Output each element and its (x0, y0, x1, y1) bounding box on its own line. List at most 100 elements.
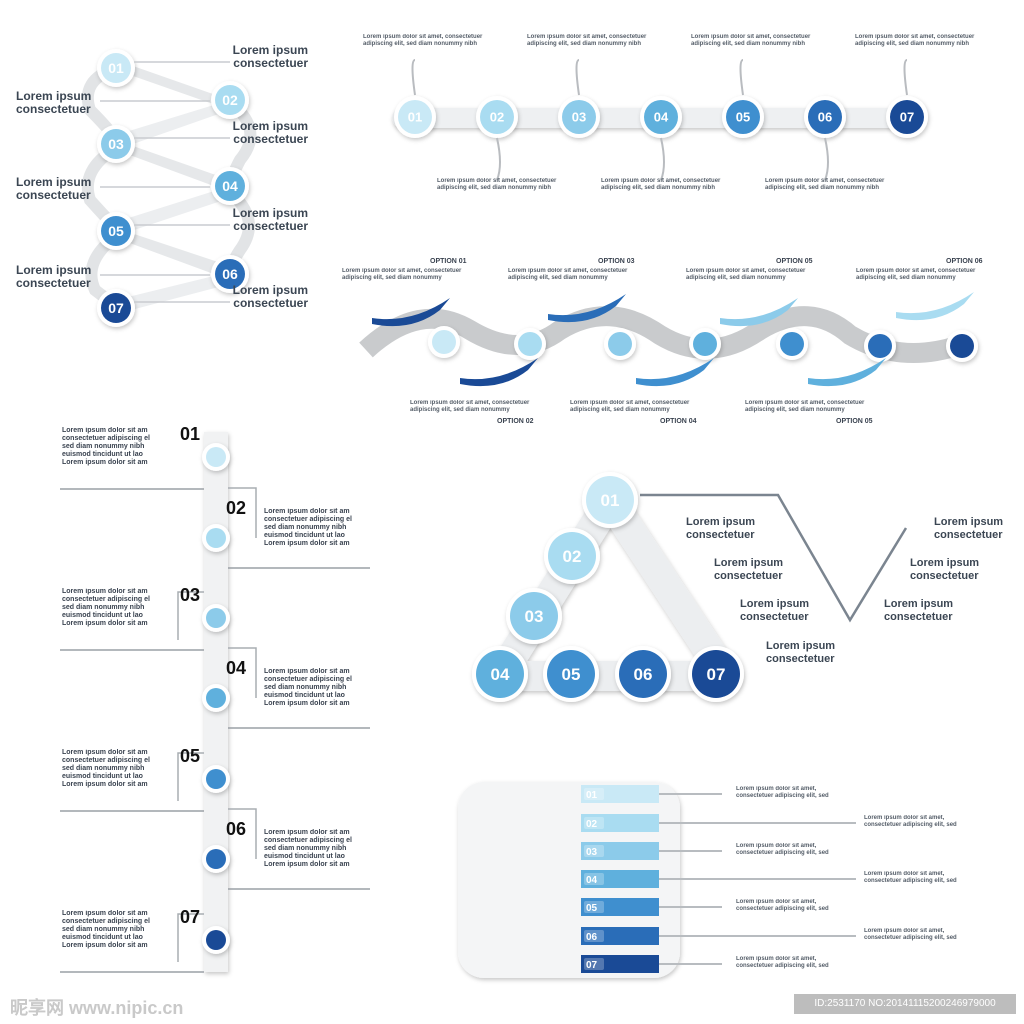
vertical-number-4: 04 (226, 658, 247, 678)
zigzag-node-6: 06 (211, 255, 249, 293)
vertical-timeline (60, 432, 370, 973)
vertical-node-1 (202, 443, 230, 471)
bar-3 (581, 842, 659, 860)
triangle-node-2: 02 (544, 528, 600, 584)
triangle-label-7: Lorem ipsum consectetuer (884, 598, 954, 623)
wave-ribbon-2 (548, 294, 626, 323)
vertical-text-4: Lorem ipsum dolor sit am consectetuer ad… (264, 668, 352, 707)
zigzag-label-1: Lorem ipsum consectetuer (232, 43, 308, 70)
wave-ribbon-4 (896, 292, 974, 321)
bar-number-1: 01 (586, 790, 598, 801)
timeline-text-3: Lorem ipsum dolor sit amet, consectetuer… (527, 34, 647, 47)
wave-node-6 (864, 330, 896, 362)
zigzag-label-5: Lorem ipsum consectetuer (232, 206, 308, 233)
timeline-text-5: Lorem ipsum dolor sit amet, consectetuer… (691, 34, 811, 47)
vertical-number-6: 06 (226, 819, 247, 839)
bar-text-3: Lorem ipsum dolor sit amet, consectetuer… (736, 843, 829, 856)
wave-node-3 (604, 328, 636, 360)
vertical-text-7: Lorem ipsum dolor sit am consectetuer ad… (62, 910, 150, 949)
vertical-node-4 (202, 684, 230, 712)
zigzag-node-5: 05 (97, 212, 135, 250)
wave-option-top-1: OPTION 01 (430, 258, 467, 265)
wave-option-top-2: OPTION 03 (598, 258, 635, 265)
timeline-node-1: 01 (394, 96, 436, 138)
bar-number-6: 06 (586, 932, 598, 943)
vertical-node-2 (202, 524, 230, 552)
zigzag-diagram: 01 02 03 04 05 06 07 (81, 49, 257, 327)
wave-node-5 (776, 328, 808, 360)
bar-2 (581, 814, 659, 832)
wave-ribbon-1 (372, 298, 450, 327)
timeline-text-6: Lorem ipsum dolor sit amet, consectetuer… (765, 178, 885, 191)
wave-option-bottom-1: OPTION 02 (497, 418, 534, 425)
wave-text-top-2: Lorem ipsum dolor sit amet, consectetuer… (508, 268, 628, 281)
wave-node-4 (689, 328, 721, 360)
bar-number-7: 07 (586, 960, 598, 971)
bar-text-5: Lorem ipsum dolor sit amet, consectetuer… (736, 899, 829, 912)
bar-6 (581, 927, 659, 945)
zigzag-node-4-label: 04 (222, 178, 238, 194)
vertical-text-2: Lorem ipsum dolor sit am consectetuer ad… (264, 508, 352, 547)
wave-option-bottom-2: OPTION 04 (660, 418, 697, 425)
timeline-text-1: Lorem ipsum dolor sit amet, consectetuer… (363, 34, 483, 47)
vertical-number-7: 07 (180, 907, 201, 927)
wave-text-bottom-2: Lorem ipsum dolor sit amet, consectetuer… (570, 400, 690, 413)
wave-node-1 (428, 326, 460, 358)
bar-number-5: 05 (586, 903, 598, 914)
zigzag-node-7: 07 (97, 289, 135, 327)
zigzag-node-4: 04 (211, 167, 249, 205)
wave-text-bottom-1: Lorem ipsum dolor sit amet, consectetuer… (410, 400, 530, 413)
zigzag-node-2-label: 02 (222, 92, 238, 108)
triangle-label-2: Lorem ipsum consectetuer (714, 557, 784, 582)
wave-options-diagram (359, 292, 978, 387)
wave-ribbon-3 (720, 298, 798, 327)
wave-ribbon-5 (460, 358, 538, 387)
vertical-node-6 (202, 845, 230, 873)
timeline-node-5: 05 (722, 96, 764, 138)
wave-ribbon-7 (808, 358, 886, 387)
bar-text-6: Lorem ipsum dolor sit amet, consectetuer… (864, 928, 957, 941)
timeline-node-4-label: 04 (654, 110, 669, 125)
zigzag-label-6: Lorem ipsum consectetuer (16, 263, 92, 290)
bar-number-2: 02 (586, 819, 598, 830)
triangle-label-1: Lorem ipsum consectetuer (686, 516, 756, 541)
triangle-label-6: Lorem ipsum consectetuer (910, 557, 980, 582)
vertical-node-7 (202, 926, 230, 954)
watermark: 昵享网 www.nipic.cn (10, 998, 184, 1018)
vertical-text-3: Lorem ipsum dolor sit am consectetuer ad… (62, 588, 150, 627)
timeline-node-2-label: 02 (490, 110, 504, 125)
bar-number-3: 03 (586, 847, 598, 858)
timeline-text-7: Lorem ipsum dolor sit amet, consectetuer… (855, 34, 975, 47)
wave-text-top-4: Lorem ipsum dolor sit amet, consectetuer… (856, 268, 976, 281)
wave-node-7 (946, 330, 978, 362)
vertical-text-6: Lorem ipsum dolor sit am consectetuer ad… (264, 829, 352, 868)
triangle-node-6: 06 (615, 646, 671, 702)
timeline-node-5-label: 05 (736, 110, 750, 125)
wave-text-bottom-3: Lorem ipsum dolor sit amet, consectetuer… (745, 400, 865, 413)
zigzag-label-7: Lorem ipsum consectetuer (232, 283, 308, 310)
triangle-node-3-label: 03 (525, 607, 544, 626)
triangle-node-3: 03 (506, 588, 562, 644)
bar-1 (581, 785, 659, 803)
zigzag-label-4: Lorem ipsum consectetuer (16, 175, 92, 202)
triangle-label-5: Lorem ipsum consectetuer (934, 516, 1004, 541)
wave-option-top-3: OPTION 05 (776, 258, 813, 265)
timeline-node-3: 03 (558, 96, 600, 138)
zigzag-node-3-label: 03 (108, 136, 124, 152)
bar-text-4: Lorem ipsum dolor sit amet, consectetuer… (864, 871, 957, 884)
zigzag-node-1-label: 01 (108, 60, 124, 76)
timeline-node-3-label: 03 (572, 110, 586, 125)
zigzag-label-2: Lorem ipsum consectetuer (16, 89, 92, 116)
vertical-node-5 (202, 765, 230, 793)
timeline-text-2: Lorem ipsum dolor sit amet, consectetuer… (437, 178, 557, 191)
zigzag-label-3: Lorem ipsum consectetuer (232, 119, 308, 146)
timeline-node-7-label: 07 (900, 110, 914, 125)
zigzag-node-1: 01 (97, 49, 135, 87)
zigzag-node-3: 03 (97, 125, 135, 163)
bar-5 (581, 898, 659, 916)
wave-text-top-1: Lorem ipsum dolor sit amet, consectetuer… (342, 268, 462, 281)
zigzag-node-5-label: 05 (108, 223, 124, 239)
image-id-badge: ID:2531170 NO:20141115200246979000 (794, 994, 1016, 1014)
